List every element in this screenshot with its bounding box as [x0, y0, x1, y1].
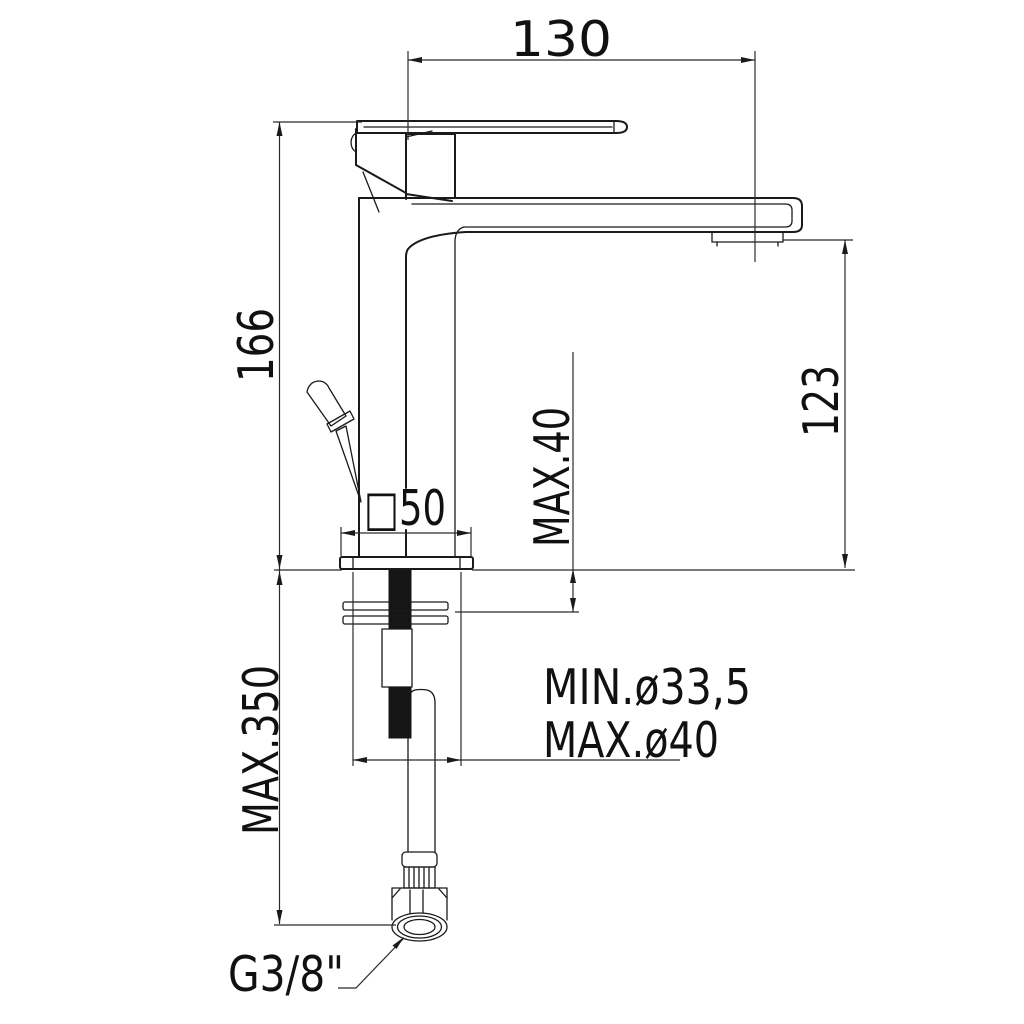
threaded-stud-lower: [388, 686, 412, 739]
spout-and-column: [358, 197, 803, 557]
dim-label-top-width: 130: [510, 11, 612, 68]
temperature-indicator-arc: [350, 132, 357, 153]
dim-label-hole-diameter-max: MAX.ø40: [543, 712, 719, 769]
dimension-below-deck-max: MAX.350: [233, 570, 396, 926]
mounting-washer-2: [342, 615, 449, 625]
faucet-outline: [306, 120, 803, 942]
hose-collar: [401, 851, 438, 868]
dimension-base-square: □50: [340, 480, 472, 556]
threaded-stud-upper: [388, 569, 412, 630]
dimension-top-width: 130: [407, 11, 756, 262]
mounting-washer-1: [342, 601, 449, 611]
connection-nut: [391, 887, 448, 942]
aerator: [711, 231, 784, 247]
dimension-deck-thickness: MAX.40: [455, 352, 581, 613]
dim-label-below-deck-max: MAX.350: [233, 665, 290, 835]
dim-label-supply-connection: G3/8": [228, 946, 344, 1003]
handle-lever: [356, 120, 628, 138]
mounting-hardware: [342, 569, 449, 739]
dimension-spout-outlet-height: 123: [783, 239, 853, 568]
dim-label-deck-thickness: MAX.40: [524, 407, 581, 547]
handle-head: [350, 128, 456, 213]
dim-label-hole-diameter-min: MIN.ø33,5: [543, 659, 751, 716]
dim-label-base-square: □50: [364, 480, 446, 537]
callout-supply-connection: G3/8": [228, 937, 405, 1003]
dim-label-spout-outlet-height: 123: [793, 365, 850, 437]
popup-rod-guide-line: [362, 171, 380, 213]
dim-label-height-above-deck: 166: [228, 308, 285, 382]
popup-rod: [306, 380, 362, 503]
dimension-hole-diameter: MIN.ø33,5 MAX.ø40: [352, 572, 751, 769]
mounting-nut: [381, 628, 413, 688]
base-plate: [339, 556, 474, 570]
dimension-height-above-deck: 166: [228, 121, 362, 570]
